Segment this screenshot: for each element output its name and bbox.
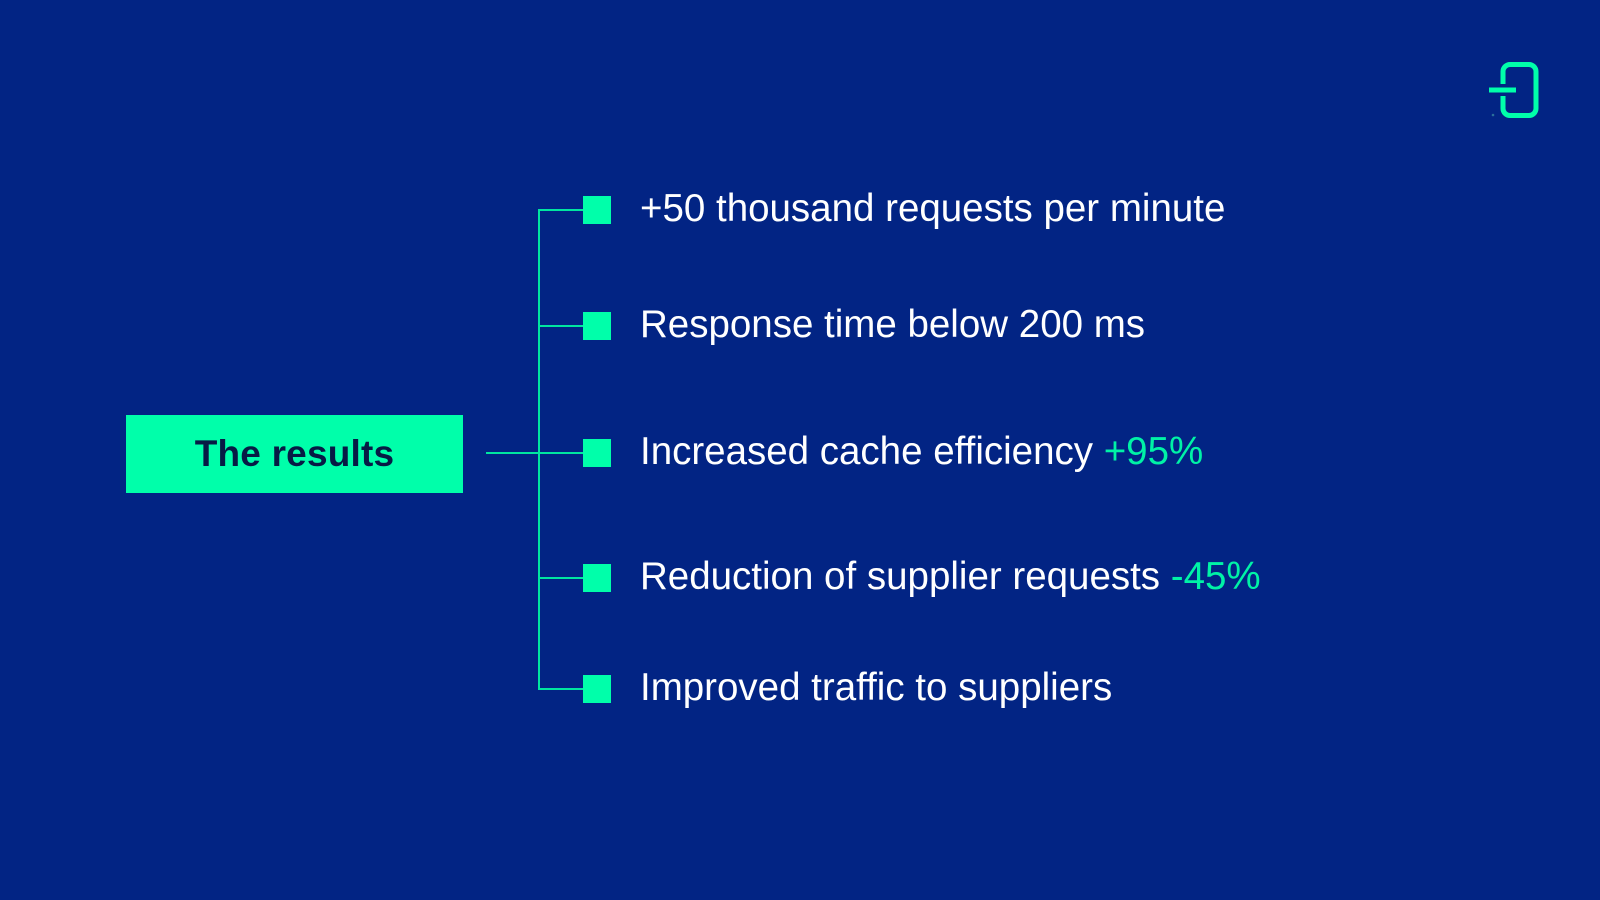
bullet-square-icon: [583, 564, 611, 592]
bullet-square-icon: [583, 312, 611, 340]
connector-branch-3: [538, 452, 584, 454]
result-item-text: Increased cache efficiency: [640, 430, 1104, 473]
connector-branch-1: [538, 209, 584, 211]
result-item-traffic: Improved traffic to suppliers: [640, 663, 1112, 713]
result-item-highlight: +95%: [1103, 430, 1204, 473]
connector-branch-5: [538, 688, 584, 690]
connector-main: [486, 452, 540, 454]
result-item-requests: +50 thousand requests per minute: [640, 184, 1225, 234]
connector-branch-2: [538, 325, 584, 327]
result-item-text: Response time below 200 ms: [640, 303, 1146, 346]
result-item-supplier-requests: Reduction of supplier requests -45%: [640, 552, 1261, 602]
result-item-highlight: -45%: [1170, 555, 1261, 598]
results-title-box: The results: [126, 415, 463, 493]
bullet-square-icon: [583, 439, 611, 467]
results-title: The results: [194, 433, 395, 474]
bullet-square-icon: [583, 675, 611, 703]
result-item-response-time: Response time below 200 ms: [640, 300, 1145, 350]
connector-branch-4: [538, 577, 584, 579]
result-item-text: +50 thousand requests per minute: [640, 187, 1226, 230]
connector-vertical: [538, 209, 540, 690]
result-item-cache-efficiency: Increased cache efficiency +95%: [640, 427, 1203, 477]
result-item-text: Reduction of supplier requests: [640, 555, 1171, 598]
brand-logo-icon: [1489, 62, 1539, 118]
result-item-text: Improved traffic to suppliers: [640, 666, 1113, 709]
bullet-square-icon: [583, 196, 611, 224]
